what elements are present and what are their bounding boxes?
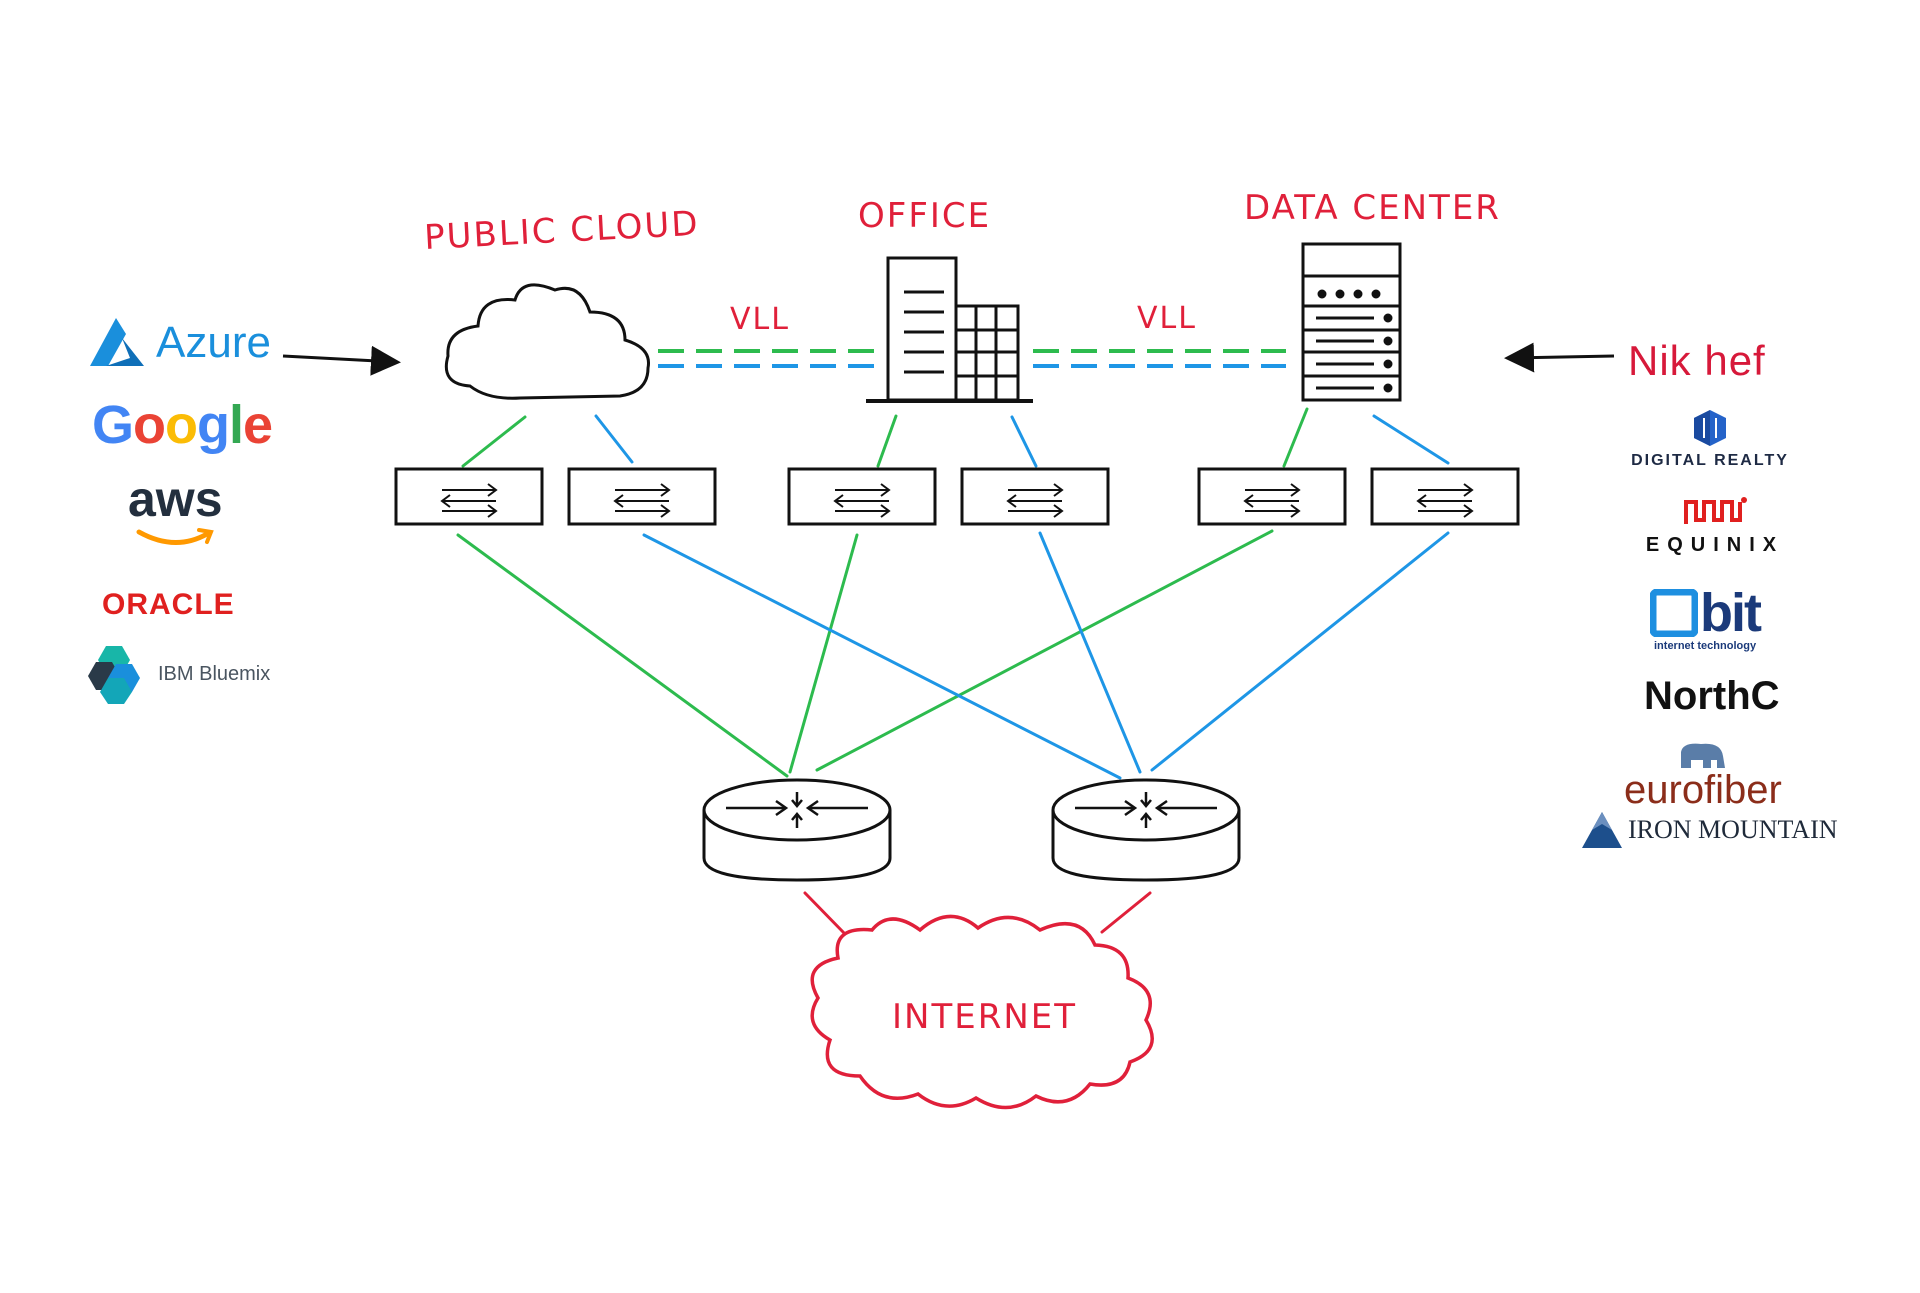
digital-realty-text: DIGITAL REALTY [1631,452,1789,469]
internet-links [803,891,1152,936]
data-center-label: DATA CENTER [1244,188,1501,228]
switch-icon [394,467,544,526]
bit-square-icon [1650,589,1698,637]
switch-icon [960,467,1110,526]
internet-label: INTERNET [892,997,1077,1037]
arrow-icon [1504,342,1615,373]
server-rack-icon [1301,242,1402,402]
amazon-smile-icon [136,528,215,545]
equinix-logo: EQUINIX [1640,494,1790,557]
vll-right-label: VLL [1137,301,1197,336]
aws-text: aws [128,471,223,527]
public-cloud-label: PUBLIC CLOUD [423,204,700,258]
eurofiber-text: eurofiber [1624,768,1782,812]
iron-mountain-text: IRON MOUNTAIN [1628,815,1838,844]
oracle-logo: ORACLE [102,588,235,622]
digital-realty-logo: DIGITAL REALTY [1628,408,1792,470]
internet-cloud-icon [810,914,1154,1110]
arrow-icon [282,345,401,376]
eurofiber-logo: eurofiber [1624,740,1782,810]
office-label: OFFICE [858,196,991,236]
northc-logo: NorthC [1644,674,1780,719]
office-building-icon [866,256,1033,403]
uplink-lines [461,407,1450,468]
nikhef-logo: Nik hef [1628,337,1766,385]
equinix-text: EQUINIX [1645,534,1785,556]
switch-icon [1197,467,1347,526]
iron-mountain-logo: IRON MOUNTAIN [1580,810,1838,850]
mountain-icon [1582,812,1622,848]
oracle-text: ORACLE [102,588,235,621]
digital-realty-icon [1694,410,1726,446]
vll-links [658,349,1286,368]
google-logo: Google [92,394,273,456]
ibm-bluemix-logo: IBM Bluemix [86,642,270,706]
azure-logo: Azure [86,316,271,370]
router-icon [702,778,892,882]
cloud-icon [444,283,651,400]
bit-logo: bit internet technology [1650,583,1762,652]
bit-subtitle: internet technology [1654,640,1757,652]
eurofiber-elephant-icon [1680,743,1725,768]
switch-icon [1370,467,1520,526]
google-text: Google [92,395,273,455]
aws-logo: aws [128,470,223,550]
bluemix-hexagon-icon [88,646,140,704]
azure-text: Azure [156,318,271,367]
ibm-bluemix-text: IBM Bluemix [158,662,271,685]
router-icon [1051,778,1241,882]
switch-icon [567,467,717,526]
switch-icon [787,467,937,526]
northc-text: NorthC [1644,674,1780,718]
nikhef-text: Nik hef [1628,337,1766,384]
mesh-lines [456,529,1450,780]
bit-text: bit [1700,583,1762,643]
vll-left-label: VLL [730,302,790,337]
equinix-icon [1684,497,1747,524]
azure-icon [90,318,144,366]
